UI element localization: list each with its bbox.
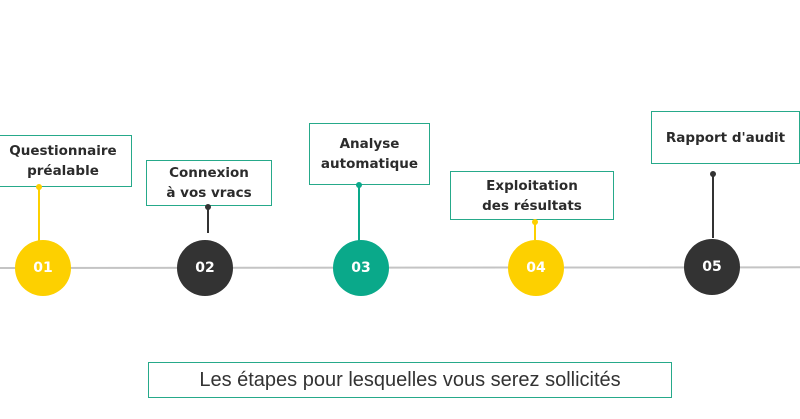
- caption-text: Les étapes pour lesquelles vous serez so…: [199, 368, 621, 391]
- step-4-label: Exploitation des résultats: [450, 171, 614, 220]
- step-2-label-line1: Connexion: [169, 165, 249, 181]
- step-3-circle: 03: [333, 240, 389, 296]
- step-1-circle: 01: [15, 240, 71, 296]
- step-1-connector: [38, 187, 40, 241]
- step-4-label-line2: des résultats: [482, 197, 582, 214]
- step-2-number: 02: [195, 260, 215, 276]
- step-5-connector: [712, 176, 714, 238]
- step-5-label: Rapport d'audit: [651, 111, 800, 164]
- step-2-label-line2: à vos vracs: [166, 185, 252, 201]
- step-1-label-line2: préalable: [27, 163, 99, 179]
- step-3-label-line1: Analyse: [339, 136, 400, 152]
- caption-box: Les étapes pour lesquelles vous serez so…: [148, 362, 672, 398]
- step-4-dot: [532, 219, 538, 225]
- step-1-label: Questionnaire préalable: [0, 135, 132, 187]
- step-5-circle: 05: [684, 239, 740, 295]
- timeline-line: [0, 266, 800, 269]
- step-4-number: 04: [526, 260, 546, 276]
- step-4-connector: [534, 222, 536, 240]
- step-3-number: 03: [351, 260, 371, 276]
- step-1-dot: [36, 184, 42, 190]
- step-2-circle: 02: [177, 240, 233, 296]
- step-2-connector: [207, 209, 209, 233]
- step-2-label: Connexion à vos vracs: [146, 160, 272, 206]
- step-4-circle: 04: [508, 240, 564, 296]
- step-4-label-line1: Exploitation: [486, 177, 578, 194]
- step-1-label-line1: Questionnaire: [9, 143, 117, 159]
- step-1-number: 01: [33, 260, 53, 276]
- step-2-dot: [205, 204, 211, 210]
- step-3-dot: [356, 182, 362, 188]
- step-3-label-line2: automatique: [320, 156, 419, 172]
- step-3-label: Analyse automatique: [309, 123, 430, 185]
- step-5-dot: [710, 171, 716, 177]
- step-5-label-line1: Rapport d'audit: [665, 129, 786, 146]
- step-5-number: 05: [702, 259, 722, 275]
- step-3-connector: [358, 185, 360, 241]
